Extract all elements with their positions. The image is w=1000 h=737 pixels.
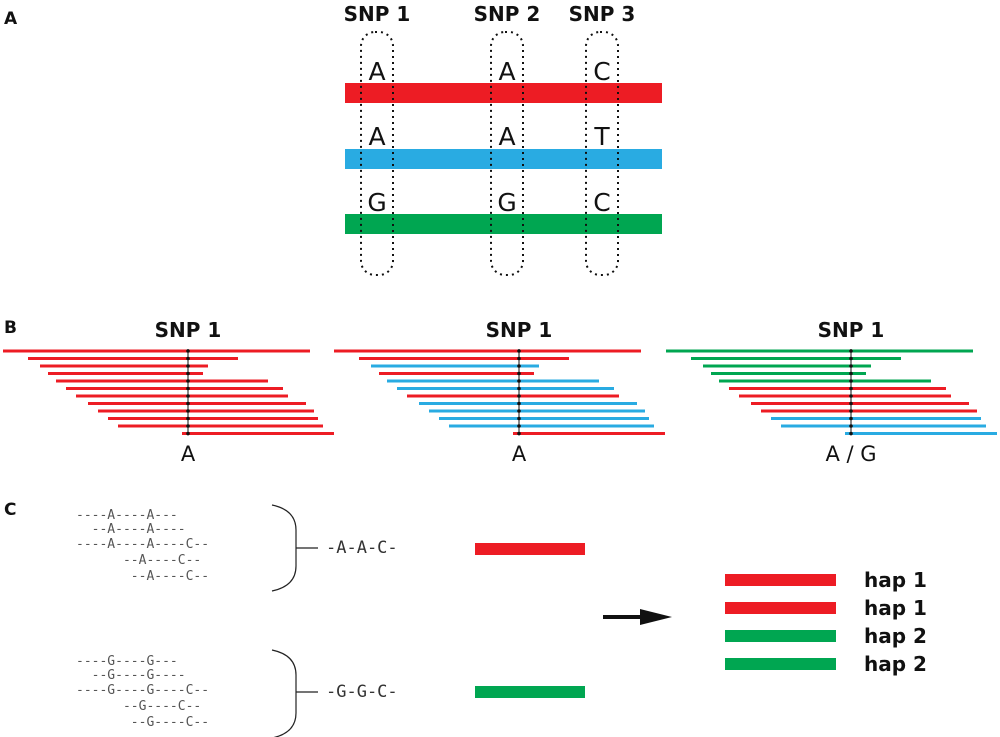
snp-marker-dot [849, 401, 853, 406]
cluster-1-read-3: ----A----A----C-- [76, 537, 209, 552]
snp-marker-dot [186, 364, 190, 368]
haplotype-result-bar-2 [725, 602, 836, 614]
snp-marker-dot [186, 394, 190, 398]
cluster-2-consensus: -G-G-C- [326, 682, 398, 702]
snp-marker-dot [849, 409, 853, 413]
snp-marker-dot [849, 386, 853, 391]
allele-snp3-hap2: T [593, 122, 610, 151]
snp-marker-dot [186, 349, 190, 353]
cluster-1-read-2: --A----A---- [76, 522, 186, 537]
haplotype-result-bar-3 [725, 630, 836, 642]
snp-marker-dot [517, 349, 521, 353]
haplotype-bar-3 [345, 214, 662, 234]
group-1-snp-title: SNP 1 [155, 318, 222, 342]
panel-a: A SNP 1 SNP 2 SNP 3 A A G A A G C T C [4, 2, 662, 276]
panel-b-label: B [4, 318, 17, 338]
allele-snp3-hap3: C [593, 188, 610, 217]
snp-marker-dot [186, 386, 190, 391]
snp-1-box [360, 31, 394, 276]
snp-marker-dot [849, 379, 853, 383]
snp-3-title: SNP 3 [569, 2, 636, 26]
cluster-2-read-1: ----G----G--- [76, 654, 178, 669]
snp-1-title: SNP 1 [344, 2, 411, 26]
haplotype-result-label-3: hap 2 [864, 624, 927, 648]
cluster-2-bracket [271, 649, 318, 737]
read-stack-2 [334, 349, 665, 436]
panel-c: C ----A----A--- --A----A---- ----A----A-… [4, 500, 927, 737]
haplotype-result-bar-1 [725, 574, 836, 586]
allele-snp1-hap1: A [368, 57, 385, 86]
group-2-allele-call: A [512, 442, 527, 466]
cluster-1-haplotype-bar [475, 543, 585, 555]
allele-snp2-hap1: A [498, 57, 515, 86]
snp-marker-dot [517, 424, 521, 428]
cluster-1-consensus: -A-A-C- [326, 538, 398, 558]
snp-marker-dot [186, 371, 190, 376]
snp-marker-dot [186, 409, 190, 413]
snp-marker-dot [186, 379, 190, 383]
arrow-right-icon [603, 609, 672, 625]
cluster-2-haplotype-bar [475, 686, 585, 698]
snp-marker-dot [849, 416, 853, 421]
snp-marker-dot [517, 401, 521, 406]
haplotype-bar-1 [345, 83, 662, 103]
panel-b: B SNP 1 SNP 1 SNP 1 A A A / G [3, 318, 997, 466]
snp-marker-dot [849, 356, 853, 361]
group-1-allele-call: A [181, 442, 196, 466]
snp-marker-dot [517, 409, 521, 413]
snp-marker-dot [849, 394, 853, 398]
snp-marker-dot [849, 371, 853, 376]
snp-marker-dot [849, 431, 853, 436]
allele-snp1-hap2: A [368, 122, 385, 151]
cluster-2-read-2: --G----G---- [76, 668, 186, 683]
snp-marker-dot [186, 424, 190, 428]
snp-marker-dot [186, 416, 190, 421]
snp-marker-dot [517, 371, 521, 376]
group-2-snp-title: SNP 1 [486, 318, 553, 342]
snp-marker-dot [517, 416, 521, 421]
snp-marker-dot [186, 431, 190, 436]
allele-snp2-hap2: A [498, 122, 515, 151]
snp-marker-dot [186, 401, 190, 406]
cluster-1-read-4: --A----C-- [76, 553, 201, 568]
snp-marker-dot [517, 379, 521, 383]
snp-marker-dot [517, 386, 521, 391]
group-3-snp-title: SNP 1 [818, 318, 885, 342]
snp-2-box [490, 31, 524, 276]
cluster-2-read-4: --G----C-- [76, 699, 201, 714]
haplotype-result-label-4: hap 2 [864, 652, 927, 676]
read-stack-1 [3, 349, 334, 436]
allele-snp3-hap1: C [593, 57, 610, 86]
haplotype-result-label-1: hap 1 [864, 568, 927, 592]
read-stack-3 [666, 349, 997, 436]
snp-marker-dot [517, 394, 521, 398]
snp-2-title: SNP 2 [474, 2, 541, 26]
haplotype-result-label-2: hap 1 [864, 596, 927, 620]
snp-marker-dot [517, 431, 521, 436]
allele-snp1-hap3: G [367, 188, 386, 217]
snp-3-box [585, 31, 619, 276]
allele-snp2-hap3: G [497, 188, 516, 217]
cluster-1-read-5: --A----C-- [76, 569, 209, 584]
snp-marker-dot [517, 364, 521, 368]
panel-a-label: A [4, 9, 18, 29]
group-3-allele-call: A / G [825, 442, 876, 466]
haplotype-bar-2 [345, 149, 662, 169]
snp-marker-dot [849, 364, 853, 368]
panel-c-label: C [4, 500, 16, 520]
cluster-2-read-3: ----G----G----C-- [76, 683, 209, 698]
haplotype-result-bar-4 [725, 658, 836, 670]
snp-marker-dot [849, 424, 853, 428]
cluster-1-bracket [271, 504, 318, 592]
snp-marker-dot [517, 356, 521, 361]
cluster-1-read-1: ----A----A--- [76, 508, 178, 523]
snp-marker-dot [849, 349, 853, 353]
cluster-2-read-5: --G----C-- [76, 715, 209, 730]
snp-marker-dot [186, 356, 190, 361]
